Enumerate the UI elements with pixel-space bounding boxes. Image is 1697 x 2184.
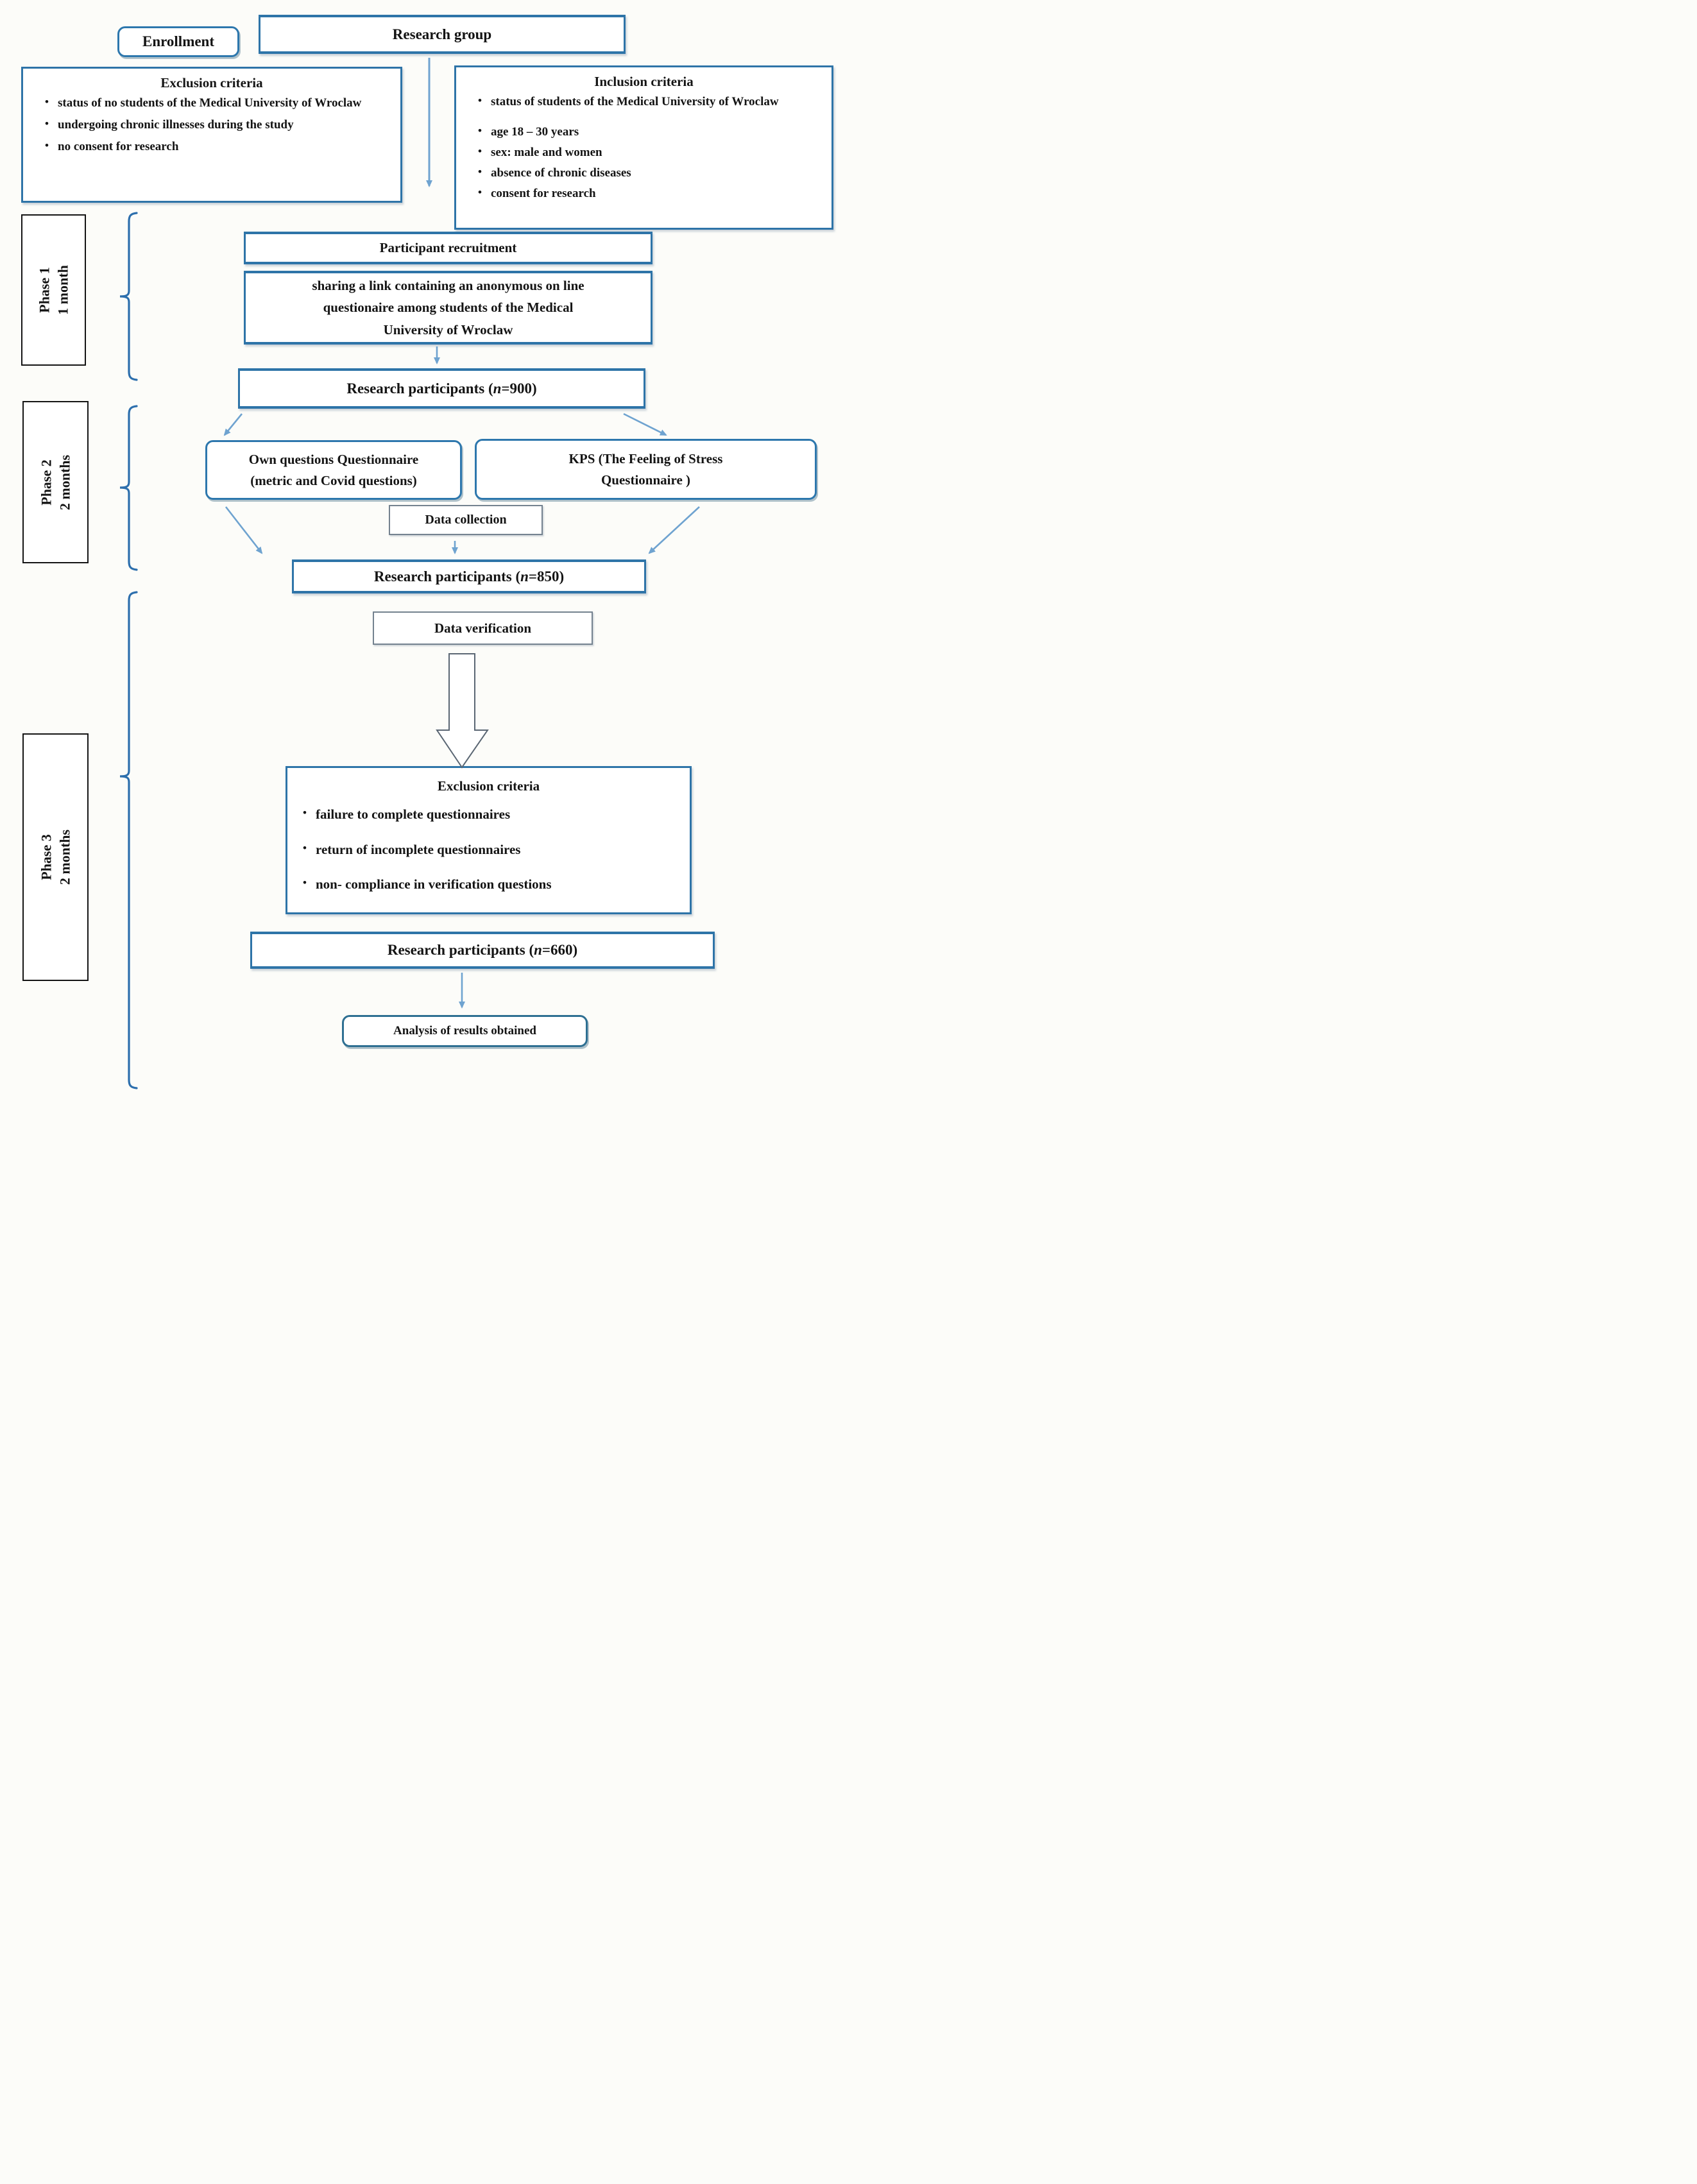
- phase-1-label: Phase 1 1 month: [35, 265, 72, 315]
- own-questionnaire-label: Own questions Questionnaire (metric and …: [249, 449, 419, 491]
- phase-1-brace: [119, 212, 138, 381]
- sharing-link-box: sharing a link containing an anonymous o…: [244, 271, 652, 345]
- research-group-label: Research group: [392, 26, 492, 42]
- label-part: =660): [542, 942, 578, 958]
- sharing-line: University of Wroclaw: [383, 321, 513, 337]
- analysis-box: Analysis of results obtained: [342, 1015, 588, 1047]
- arrow-own-to-850: [225, 506, 263, 554]
- label-part: Research participants (: [387, 942, 534, 958]
- participants-850-box: Research participants (n=850): [292, 559, 646, 593]
- research-group-box: Research group: [259, 15, 626, 54]
- label-line: Own questions Questionnaire: [248, 451, 419, 467]
- label-part: Research participants (: [373, 568, 521, 584]
- inclusion-criteria-title: Inclusion criteria: [594, 74, 694, 89]
- list-item: failure to complete questionnaires: [299, 806, 675, 824]
- sharing-link-text: sharing a link containing an anonymous o…: [312, 275, 584, 340]
- label-part: Research participants (: [346, 380, 493, 397]
- label-line: KPS (The Feeling of Stress: [568, 450, 723, 466]
- label-line: (metric and Covid questions): [250, 472, 417, 488]
- own-questionnaire-box: Own questions Questionnaire (metric and …: [205, 440, 462, 500]
- list-item: undergoing chronic illnesses during the …: [41, 117, 382, 133]
- phase-duration: 2 months: [56, 829, 72, 885]
- data-collection-box: Data collection: [389, 505, 543, 535]
- phase-3-brace: [119, 591, 138, 1089]
- participant-recruitment-label: Participant recruitment: [379, 240, 517, 255]
- participants-900-label: Research participants (n=900): [346, 380, 536, 397]
- enrollment-label: Enrollment: [142, 33, 215, 49]
- data-verification-label: Data verification: [434, 620, 532, 636]
- kps-questionnaire-box: KPS (The Feeling of Stress Questionnaire…: [475, 439, 817, 500]
- inclusion-criteria-list: status of students of the Medical Univer…: [465, 94, 823, 201]
- participants-660-label: Research participants (n=660): [388, 942, 577, 959]
- phase-name: Phase 2: [37, 459, 54, 506]
- participants-660-box: Research participants (n=660): [250, 932, 715, 969]
- kps-questionnaire-label: KPS (The Feeling of Stress Questionnaire…: [569, 448, 723, 490]
- label-line: Questionnaire ): [601, 472, 691, 488]
- phase-2-brace: [119, 405, 138, 571]
- list-item: absence of chronic diseases: [474, 165, 800, 181]
- n-symbol: n: [534, 942, 542, 958]
- phase-name: Phase 1: [35, 267, 52, 313]
- participant-recruitment-box: Participant recruitment: [244, 232, 652, 264]
- list-item: consent for research: [474, 185, 800, 201]
- big-down-arrow: [436, 653, 489, 769]
- exclusion-criteria-bottom-list: failure to complete questionnaires retur…: [296, 806, 681, 894]
- phase-3-box: Phase 3 2 months: [22, 733, 89, 981]
- phase-2-label: Phase 2 2 months: [37, 454, 74, 509]
- participants-900-box: Research participants (n=900): [238, 368, 645, 409]
- phase-duration: 2 months: [56, 454, 72, 510]
- arrow-900-to-own: [223, 413, 243, 436]
- inclusion-criteria-box: Inclusion criteria status of students of…: [454, 65, 833, 230]
- list-item: no consent for research: [41, 139, 382, 155]
- exclusion-criteria-top-list: status of no students of the Medical Uni…: [32, 95, 391, 155]
- list-item: return of incomplete questionnaires: [299, 841, 675, 859]
- analysis-label: Analysis of results obtained: [393, 1024, 536, 1037]
- enrollment-box: Enrollment: [117, 26, 239, 57]
- label-part: =850): [528, 568, 565, 584]
- label-part: =900): [501, 380, 537, 397]
- n-symbol: n: [520, 568, 529, 584]
- list-item: non- compliance in verification question…: [299, 876, 675, 894]
- exclusion-criteria-top-title: Exclusion criteria: [160, 75, 263, 90]
- data-collection-label: Data collection: [425, 513, 507, 527]
- phase-name: Phase 3: [37, 834, 54, 880]
- exclusion-criteria-bottom-title: Exclusion criteria: [437, 778, 540, 794]
- n-symbol: n: [493, 380, 502, 397]
- phase-duration: 1 month: [54, 265, 71, 315]
- list-item: status of students of the Medical Univer…: [474, 94, 800, 110]
- sharing-line: questionaire among students of the Medic…: [323, 300, 574, 316]
- exclusion-criteria-bottom-box: Exclusion criteria failure to complete q…: [286, 766, 692, 914]
- phase-2-box: Phase 2 2 months: [22, 401, 89, 563]
- study-flow-diagram: Enrollment Research group Exclusion crit…: [0, 0, 848, 1092]
- list-item: status of no students of the Medical Uni…: [41, 95, 382, 111]
- participants-850-label: Research participants (n=850): [374, 568, 564, 585]
- arrow-900-to-kps: [623, 413, 667, 436]
- sharing-line: sharing a link containing an anonymous o…: [312, 278, 584, 294]
- list-item: age 18 – 30 years: [474, 124, 800, 140]
- phase-3-label: Phase 3 2 months: [37, 830, 74, 885]
- data-verification-box: Data verification: [373, 611, 593, 645]
- exclusion-criteria-top-box: Exclusion criteria status of no students…: [21, 67, 402, 203]
- arrow-kps-to-850: [648, 506, 700, 554]
- list-item: sex: male and women: [474, 144, 800, 160]
- phase-1-box: Phase 1 1 month: [21, 214, 86, 366]
